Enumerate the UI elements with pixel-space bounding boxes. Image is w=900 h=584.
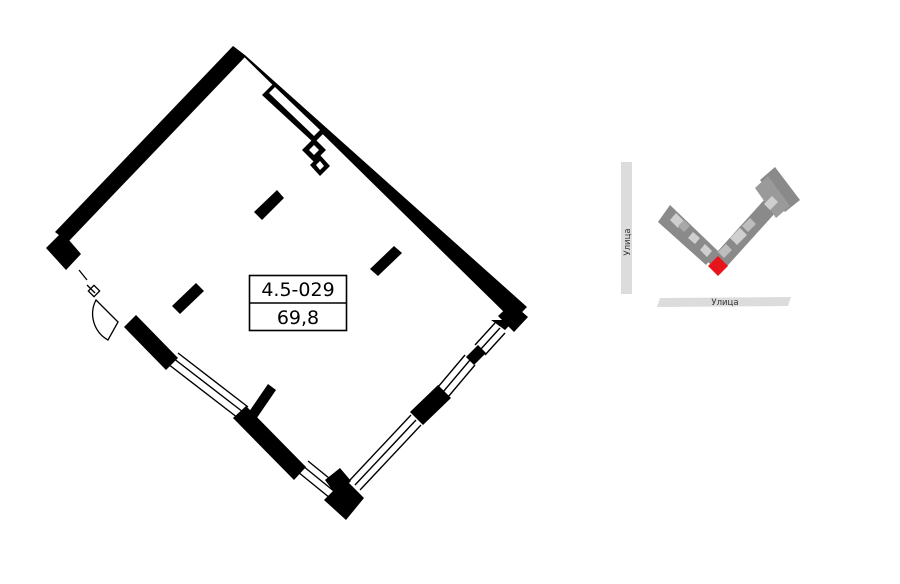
wall-bottom-left-b (233, 406, 306, 480)
wall-bottom-left-a (124, 315, 178, 370)
column-1 (254, 190, 284, 220)
building-left-wing (658, 205, 718, 265)
vent-shaft (262, 84, 330, 176)
entrance-door (78, 269, 119, 341)
window-bottom-right-2 (437, 354, 476, 398)
unit-label: 4.5-029 69,8 (248, 274, 348, 332)
wall-top-right (233, 46, 527, 320)
location-map: Улица Улица (621, 162, 800, 308)
floor-plan: 4.5-029 69,8 (46, 46, 528, 520)
wall-bottom-right-upper (491, 307, 527, 330)
wall-top-left (55, 46, 246, 242)
street-horizontal (657, 297, 791, 307)
window-bottom-left-2 (297, 460, 341, 499)
unit-area: 69,8 (277, 307, 319, 329)
corner-right (498, 303, 528, 332)
building-right-wing (708, 167, 800, 274)
wall-bottom-right-b (466, 345, 486, 365)
corner-left (46, 232, 81, 270)
street-horizontal-label: Улица (711, 298, 738, 308)
wall-bottom-right-a (410, 385, 451, 425)
wall-bottom-left-c (325, 468, 351, 495)
column-2 (370, 246, 402, 276)
unit-id: 4.5-029 (261, 279, 334, 301)
corner-bottom (324, 479, 364, 520)
window-bottom-right-3 (474, 322, 506, 356)
interior-wall-stub (242, 384, 276, 428)
street-vertical-label: Улица (623, 228, 633, 255)
street-vertical (621, 162, 632, 294)
highlighted-unit (708, 256, 728, 276)
window-bottom-left-1 (167, 352, 249, 419)
column-3 (172, 283, 204, 314)
window-bottom-right-1 (349, 414, 422, 491)
